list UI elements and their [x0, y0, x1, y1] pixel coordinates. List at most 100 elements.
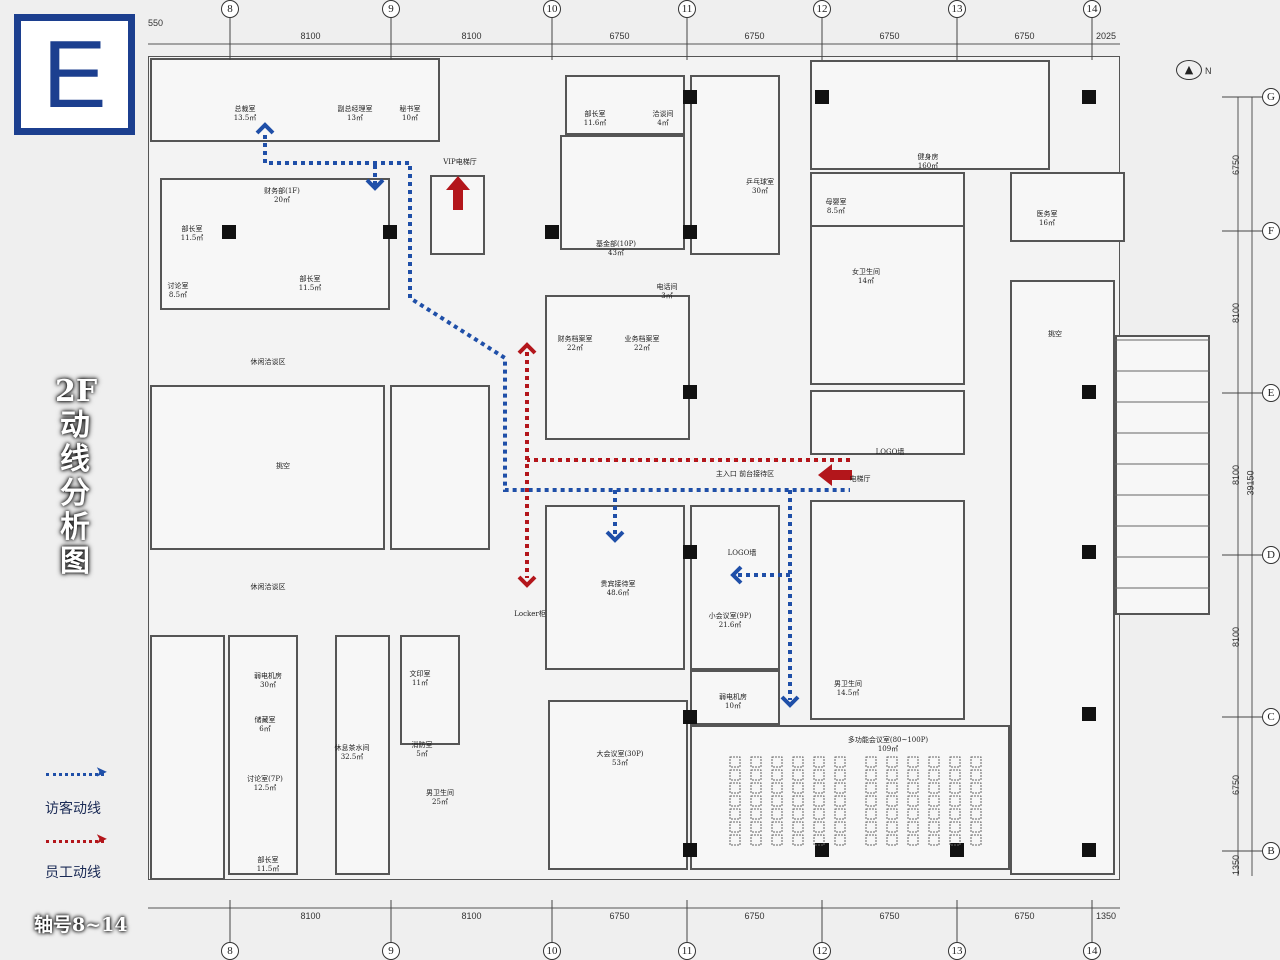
- seat-icon: [970, 795, 982, 807]
- seat-icon: [949, 808, 961, 820]
- room-name: 电梯厅: [849, 475, 871, 483]
- seat-icon: [729, 769, 741, 781]
- room-outline: [545, 295, 690, 440]
- seat-icon: [949, 821, 961, 833]
- room-name: 休闲洽谈区: [250, 583, 286, 591]
- room-area: 11.5㎡: [298, 284, 322, 292]
- seat-icon: [813, 756, 825, 768]
- seat-icon: [886, 795, 898, 807]
- room-area: 22㎡: [634, 344, 650, 352]
- top-dim-label: 6750: [744, 31, 765, 41]
- room-area: 53㎡: [612, 759, 628, 767]
- room-name: 讨论室(7P): [247, 775, 283, 783]
- axis-bubble-right: E: [1262, 384, 1280, 402]
- seat-icon: [970, 769, 982, 781]
- arrowhead-down-icon: [365, 178, 385, 191]
- bottom-dim-label: 8100: [461, 911, 482, 921]
- seat-icon: [949, 756, 961, 768]
- room-name: 母婴室: [825, 198, 847, 206]
- compass-north-label: N: [1205, 66, 1212, 76]
- seat-icon: [970, 756, 982, 768]
- seat-icon: [792, 795, 804, 807]
- room-outline: [1010, 280, 1115, 875]
- structural-column: [683, 843, 697, 857]
- room-name: 乒乓球室: [746, 178, 774, 186]
- seat-icon: [865, 808, 877, 820]
- room-outline: [228, 635, 298, 875]
- right-dim-label: 8100: [1231, 464, 1242, 486]
- logo-letter: E: [42, 20, 107, 128]
- room-area: 30㎡: [260, 681, 276, 689]
- corner-dim: 550: [148, 18, 164, 28]
- bottom-dim-label: 6750: [744, 911, 765, 921]
- room-label: LOGO墙: [876, 448, 905, 457]
- staff-legend-label: 员工动线: [45, 865, 101, 881]
- room-name: 副总经理室: [337, 105, 373, 113]
- axis-bubble-right: D: [1262, 546, 1280, 564]
- room-area: 160㎡: [917, 162, 939, 170]
- seat-icon: [907, 756, 919, 768]
- structural-column: [1082, 385, 1096, 399]
- arrowhead-left-icon: [730, 565, 743, 585]
- room-label: 小会议室(9P)21.6㎡: [709, 612, 752, 630]
- structural-column: [1082, 707, 1096, 721]
- seat-icon: [834, 782, 846, 794]
- bottom-dim-label: 8100: [300, 911, 321, 921]
- room-area: 20㎡: [274, 196, 290, 204]
- seat-icon: [834, 834, 846, 846]
- room-name: 部长室: [257, 856, 279, 864]
- seat-icon: [750, 795, 762, 807]
- room-name: 洽谈间: [652, 110, 674, 118]
- seat-icon: [834, 769, 846, 781]
- arrow-right-icon: ➤: [96, 832, 107, 847]
- room-label: 挑空: [1048, 330, 1062, 339]
- room-area: 14.5㎡: [836, 689, 860, 697]
- room-outline: [810, 390, 965, 455]
- seat-icon: [729, 834, 741, 846]
- seat-icon: [907, 795, 919, 807]
- room-outline: [160, 178, 390, 310]
- structural-column: [683, 710, 697, 724]
- structural-column: [815, 90, 829, 104]
- room-area: 13㎡: [347, 114, 363, 122]
- room-outline: [400, 635, 460, 745]
- seat-icon: [813, 821, 825, 833]
- axis-bubble-top: 8: [221, 0, 239, 18]
- seat-icon: [813, 782, 825, 794]
- room-outline: [150, 385, 385, 550]
- room-area: 10㎡: [725, 702, 741, 710]
- room-area: 48.6㎡: [606, 589, 630, 597]
- right-dim-label: 8100: [1231, 626, 1242, 648]
- structural-column: [383, 225, 397, 239]
- room-outline: [150, 58, 440, 142]
- room-area: 12.5㎡: [253, 784, 277, 792]
- seat-icon: [792, 756, 804, 768]
- room-name: 基金部(10P): [595, 240, 637, 248]
- room-area: 10㎡: [402, 114, 418, 122]
- seat-icon: [834, 795, 846, 807]
- room-label: VIP电梯厅: [443, 158, 477, 167]
- arrowhead-down-icon: [517, 575, 537, 588]
- room-name: 休息茶水间: [334, 744, 370, 752]
- room-name: 讨论室: [167, 282, 189, 290]
- structural-column: [683, 385, 697, 399]
- room-area: 14㎡: [858, 277, 874, 285]
- structural-column: [950, 843, 964, 857]
- seat-icon: [834, 821, 846, 833]
- seat-icon: [792, 821, 804, 833]
- title-char: 线: [60, 442, 90, 477]
- room-name: 消防室: [411, 741, 433, 749]
- bottom-dim-label: 6750: [609, 911, 630, 921]
- room-label: 财务部(1F)20㎡: [264, 187, 300, 205]
- seat-icon: [813, 834, 825, 846]
- seat-icon: [928, 782, 940, 794]
